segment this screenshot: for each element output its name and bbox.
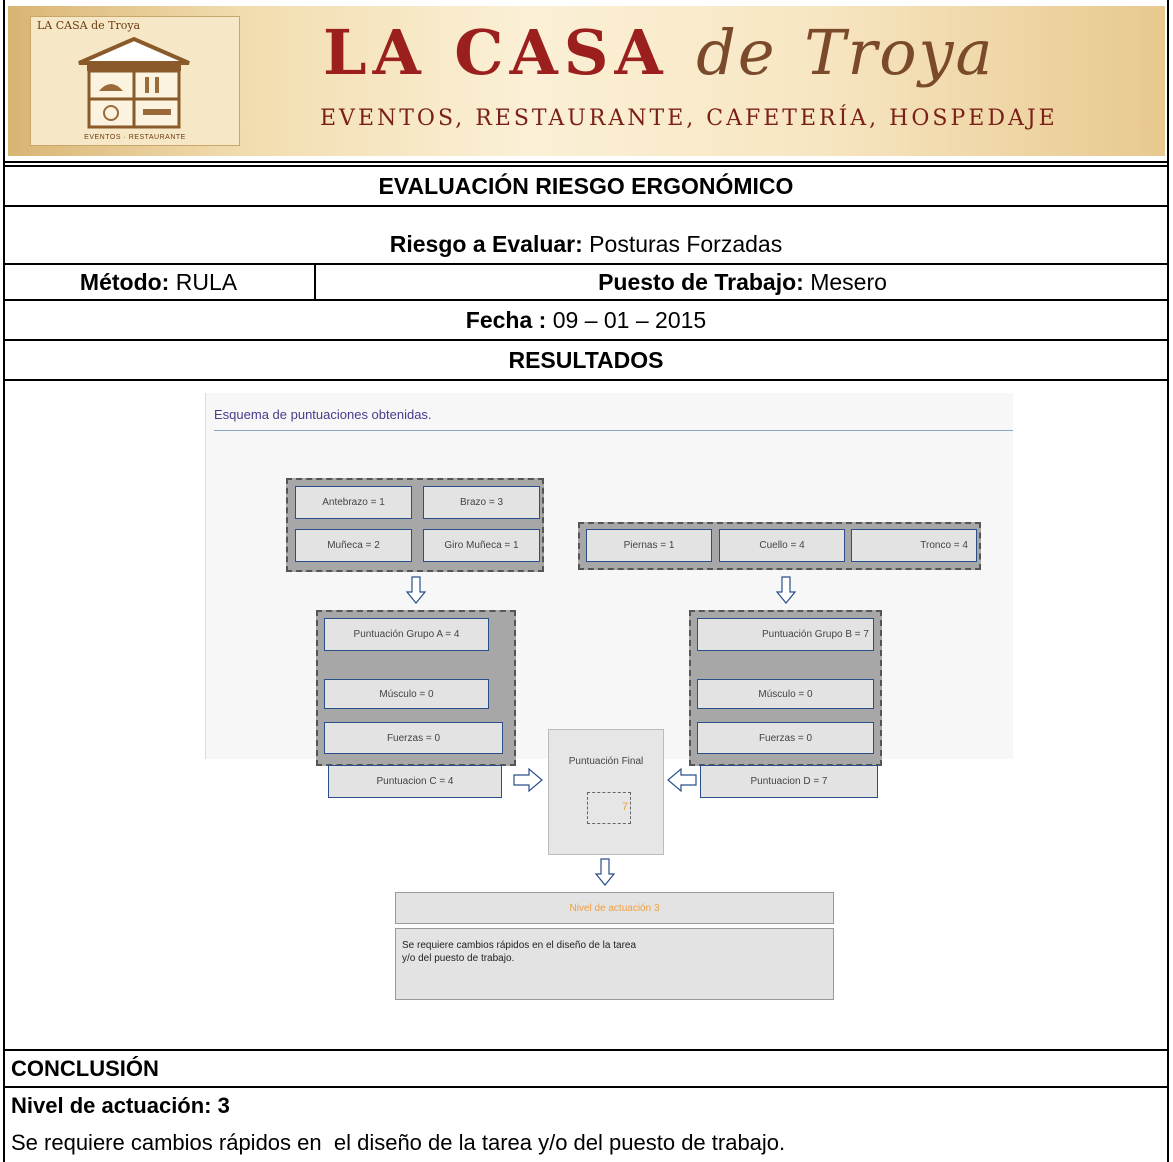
logo-small-text: LA CASA de Troya: [37, 19, 141, 32]
action-text-line-1: Se requiere cambios rápidos en el diseño…: [402, 940, 637, 951]
house-icon: [78, 36, 190, 129]
rula-score-diagram: Esquema de puntuaciones obtenidas. Anteb…: [205, 393, 1013, 795]
final-score-box: 7: [587, 792, 631, 824]
method-value: RULA: [169, 268, 238, 295]
conclusion-text: Se requiere cambios rápidos en el diseño…: [11, 1130, 786, 1155]
arrow-down-icon: [776, 576, 796, 604]
brand-subtitle: EVENTOS, RESTAURANTE, CAFETERÍA, HOSPEDA…: [320, 106, 1058, 131]
job-cell: Puesto de Trabajo: Mesero: [316, 265, 1169, 299]
tronco-score: Tronco = 4: [851, 529, 977, 562]
antebrazo-score: Antebrazo = 1: [295, 486, 412, 519]
results-divider: [3, 379, 1169, 381]
group-b-force: Fuerzas = 0: [697, 722, 874, 754]
giro-muneca-score: Giro Muñeca = 1: [423, 529, 540, 562]
conclusion-heading: CONCLUSIÓN: [3, 1049, 1169, 1086]
date-value: 09 – 01 – 2015: [546, 306, 707, 333]
conclusion-level-text: Nivel de actuación: 3: [11, 1093, 230, 1118]
group-b-muscle: Músculo = 0: [697, 679, 874, 709]
logo: LA CASA de Troya EVENTOS · RESTAURANTE: [30, 16, 240, 146]
brand-main: LA CASA: [323, 16, 669, 89]
group-a-muscle: Músculo = 0: [324, 679, 489, 709]
method-job-row: Método: RULA Puesto de Trabajo: Mesero: [3, 263, 1169, 299]
brazo-score: Brazo = 3: [423, 486, 540, 519]
arrow-left-icon: [667, 767, 697, 793]
score-c-box: Puntuacion C = 4: [328, 765, 502, 798]
form-title-text: EVALUACIÓN RIESGO ERGONÓMICO: [378, 172, 794, 199]
cuello-score: Cuello = 4: [719, 529, 845, 562]
date-row: Fecha : 09 – 01 – 2015: [3, 299, 1169, 339]
arrow-right-icon: [513, 767, 543, 793]
arrow-down-icon: [595, 858, 615, 886]
risk-label: Riesgo a Evaluar:: [389, 230, 583, 257]
final-score-label: Puntuación Final: [568, 756, 644, 767]
job-label: Puesto de Trabajo:: [598, 268, 804, 295]
document-frame: [3, 0, 1169, 1162]
final-score-value: 7: [621, 801, 628, 813]
action-description-box: Se requiere cambios rápidos en el diseño…: [395, 928, 834, 1000]
results-heading: RESULTADOS: [3, 339, 1169, 379]
results-heading-text: RESULTADOS: [508, 346, 664, 373]
blank-row: [3, 205, 1169, 225]
brand-title: LA CASA de Troya: [323, 16, 995, 89]
score-d-text: Puntuacion D = 7: [750, 776, 828, 787]
brand-troya: Troya: [804, 16, 995, 89]
action-level-text: Nivel de actuación 3: [569, 902, 660, 914]
score-d-box: Puntuacion D = 7: [700, 765, 878, 798]
header-banner: LA CASA de Troya EVENTOS · RESTAURANTE L…: [8, 6, 1165, 156]
group-a-force: Fuerzas = 0: [324, 722, 503, 754]
group-b-score: Puntuación Grupo B = 7: [697, 618, 874, 651]
conclusion-heading-text: CONCLUSIÓN: [11, 1055, 159, 1081]
action-text-line-2: y/o del puesto de trabajo.: [402, 953, 515, 964]
risk-value: Posturas Forzadas: [582, 230, 783, 257]
diagram-title: Esquema de puntuaciones obtenidas.: [214, 407, 432, 422]
final-score-panel: Puntuación Final 7: [548, 729, 664, 855]
diagram-title-line: [214, 430, 1013, 431]
action-level-box: Nivel de actuación 3: [395, 892, 834, 924]
conclusion-level: Nivel de actuación: 3: [3, 1086, 1169, 1124]
spacer-row: [3, 161, 1169, 165]
brand-de: de: [696, 16, 777, 89]
method-cell: Método: RULA: [3, 265, 316, 299]
job-value: Mesero: [803, 268, 887, 295]
logo-footer-text: EVENTOS · RESTAURANTE: [84, 134, 186, 141]
form-title: EVALUACIÓN RIESGO ERGONÓMICO: [3, 165, 1169, 205]
muneca-score: Muñeca = 2: [295, 529, 412, 562]
arrow-down-icon: [406, 576, 426, 604]
conclusion-text-row: Se requiere cambios rápidos en el diseño…: [3, 1124, 1169, 1162]
method-label: Método:: [79, 268, 170, 295]
group-a-score: Puntuación Grupo A = 4: [324, 618, 489, 651]
piernas-score: Piernas = 1: [586, 529, 712, 562]
risk-row: Riesgo a Evaluar: Posturas Forzadas: [3, 225, 1169, 263]
score-c-text: Puntuacion C = 4: [376, 776, 454, 787]
date-label: Fecha :: [465, 306, 547, 333]
